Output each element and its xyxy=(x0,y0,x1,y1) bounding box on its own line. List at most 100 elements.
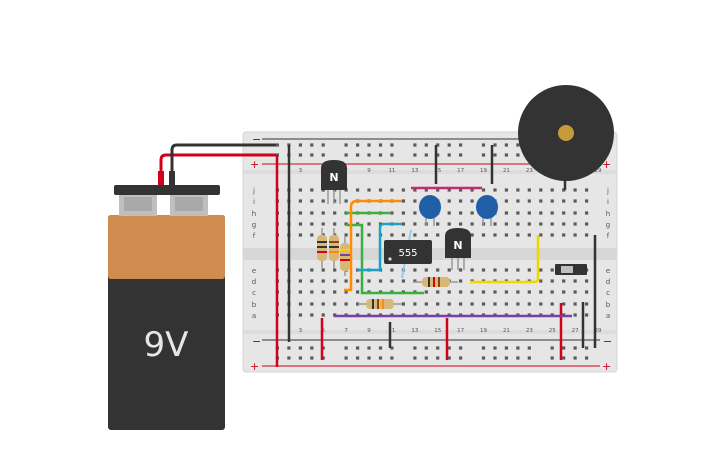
resistor-5-body xyxy=(366,299,394,309)
breadboard-hole xyxy=(356,233,360,237)
breadboard-hole xyxy=(413,199,417,203)
battery-9v[interactable]: 9V xyxy=(108,171,225,430)
breadboard-hole xyxy=(562,302,566,306)
resistor-4[interactable] xyxy=(414,277,458,287)
breadboard-hole xyxy=(459,199,463,203)
rail-hole xyxy=(287,356,291,360)
resistor-1[interactable] xyxy=(317,228,327,268)
breadboard-hole xyxy=(573,211,577,215)
breadboard-hole xyxy=(562,211,566,215)
rail-hole xyxy=(378,153,383,157)
breadboard-hole xyxy=(447,211,451,215)
rail-hole xyxy=(367,143,371,147)
capacitor-1[interactable] xyxy=(419,195,441,226)
breadboard-hole xyxy=(459,211,463,215)
rail-hole xyxy=(447,346,451,350)
rail-hole xyxy=(516,346,520,350)
rail-hole xyxy=(585,346,589,350)
breadboard-hole xyxy=(585,222,589,226)
breadboard-hole xyxy=(527,233,531,237)
breadboard-hole xyxy=(401,188,405,192)
breadboard-hole xyxy=(550,188,554,192)
column-number-top: 23 xyxy=(526,168,533,174)
capacitor-2[interactable] xyxy=(476,195,498,226)
yellow-wire[interactable] xyxy=(470,235,540,284)
buzzer-center xyxy=(558,125,574,141)
row-letter-right: j xyxy=(606,187,609,195)
orange-wire[interactable] xyxy=(344,199,402,292)
row-letter-right: a xyxy=(606,312,610,320)
breadboard-hole xyxy=(585,211,589,215)
rail-plus-top-left: + xyxy=(250,158,259,171)
breadboard-hole xyxy=(310,279,314,283)
resistor-2[interactable] xyxy=(329,228,339,268)
npn-transistor-1[interactable]: N xyxy=(321,160,347,204)
breadboard-hole xyxy=(573,313,577,317)
breadboard-hole xyxy=(390,188,394,192)
breadboard-hole xyxy=(470,211,474,215)
breadboard-hole xyxy=(562,233,566,237)
ic-555[interactable]: 555 xyxy=(384,240,432,264)
row-letter-left: g xyxy=(252,221,256,229)
battery-red-lead-tip xyxy=(158,171,164,185)
breadboard-hole xyxy=(516,302,520,306)
piezo-buzzer[interactable] xyxy=(518,85,614,181)
breadboard-hole xyxy=(413,188,417,192)
row-letter-left: c xyxy=(252,289,256,297)
rail-hole xyxy=(516,153,520,157)
breadboard-hole xyxy=(504,188,508,192)
breadboard-hole xyxy=(516,233,520,237)
resistor-3-band-3 xyxy=(340,259,350,261)
slide-switch[interactable] xyxy=(555,264,587,275)
row-letter-left: j xyxy=(252,187,255,195)
breadboard-hole xyxy=(298,233,302,237)
green-wire-long[interactable] xyxy=(346,223,424,295)
resistor-3[interactable] xyxy=(340,236,350,276)
column-number-top: 17 xyxy=(457,168,464,174)
rail-hole xyxy=(367,153,371,157)
rail-hole xyxy=(516,143,520,147)
battery-terminal-right-inner xyxy=(175,197,203,211)
rail-hole xyxy=(275,143,279,147)
column-number-top: 13 xyxy=(411,168,418,174)
ic-pin1-marker xyxy=(388,257,392,261)
breadboard-hole xyxy=(539,222,543,226)
column-number-bottom: 5 xyxy=(322,328,326,334)
rail-hole xyxy=(310,153,314,157)
breadboard-hole xyxy=(539,211,543,215)
breadboard-hole xyxy=(298,188,302,192)
battery-black-wire[interactable] xyxy=(170,143,276,172)
rail-hole xyxy=(298,356,302,360)
breadboard-hole xyxy=(459,222,463,226)
breadboard-hole xyxy=(367,233,371,237)
breadboard-hole xyxy=(470,233,474,237)
breadboard-hole xyxy=(401,211,405,215)
row-letter-right: i xyxy=(607,198,609,206)
resistor-5[interactable] xyxy=(358,299,402,309)
rail-hole xyxy=(436,356,440,360)
row-letter-left: i xyxy=(253,198,255,206)
transistor-2-body xyxy=(445,228,471,258)
rail-hole xyxy=(378,356,383,360)
rail-minus-top-left: − xyxy=(252,133,261,146)
battery-red-wire[interactable] xyxy=(159,153,276,172)
rail-hole xyxy=(390,346,394,350)
row-letter-right: d xyxy=(606,278,610,286)
breadboard-hole xyxy=(310,222,314,226)
breadboard-hole xyxy=(493,233,497,237)
resistor-3-band-1 xyxy=(340,249,350,251)
breadboard-hole xyxy=(527,188,531,192)
breadboard-hole xyxy=(481,233,486,237)
npn-transistor-2[interactable]: N xyxy=(445,228,471,270)
slide-switch-knob[interactable] xyxy=(561,266,573,273)
resistor-1-band-2 xyxy=(317,246,327,248)
breadboard-hole xyxy=(585,279,589,283)
blue-wire[interactable] xyxy=(357,222,402,272)
breadboard-hole xyxy=(447,188,451,192)
transistor-2-label: N xyxy=(453,239,462,252)
rail-hole xyxy=(527,346,531,350)
breadboard-hole xyxy=(436,233,440,237)
breadboard-hole xyxy=(436,302,440,306)
column-number-bottom: 27 xyxy=(572,328,579,334)
